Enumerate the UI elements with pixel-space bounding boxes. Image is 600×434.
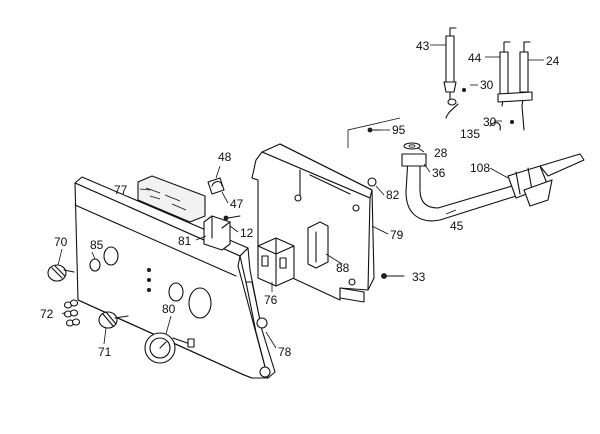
label-135: 135 xyxy=(460,127,480,141)
label-71: 71 xyxy=(98,345,112,359)
indicator-85 xyxy=(89,258,101,272)
screw-12 xyxy=(223,215,241,221)
label-108: 108 xyxy=(470,161,490,175)
label-33: 33 xyxy=(412,270,426,284)
label-44: 44 xyxy=(468,51,482,65)
label-43: 43 xyxy=(416,39,430,53)
label-12: 12 xyxy=(240,226,254,240)
bezel-plate xyxy=(137,175,206,223)
screw-33 xyxy=(381,273,405,279)
label-88: 88 xyxy=(336,261,350,275)
clip xyxy=(207,177,225,195)
small-screws-30 xyxy=(461,88,514,125)
part-labels: 43 44 24 30 30 135 95 28 36 108 82 45 79… xyxy=(40,39,560,359)
label-72: 72 xyxy=(40,307,54,321)
label-95: 95 xyxy=(392,123,406,137)
terminal-block xyxy=(203,215,231,251)
label-81: 81 xyxy=(178,234,192,248)
clip-135 xyxy=(445,98,501,131)
burner-pipe xyxy=(347,117,585,222)
label-36: 36 xyxy=(432,166,446,180)
pressure-gauge xyxy=(144,332,195,364)
label-82: 82 xyxy=(386,188,400,202)
label-80: 80 xyxy=(162,302,176,316)
leader-lines xyxy=(57,44,544,349)
label-47: 47 xyxy=(230,197,244,211)
label-85: 85 xyxy=(90,238,104,252)
relay-76 xyxy=(257,237,295,287)
label-28: 28 xyxy=(434,146,448,160)
washers-72 xyxy=(63,299,81,327)
label-30-bottom: 30 xyxy=(483,115,497,129)
label-24: 24 xyxy=(546,54,560,68)
electrode-43 xyxy=(443,27,457,103)
label-76: 76 xyxy=(264,293,278,307)
electrode-24 xyxy=(497,41,533,131)
nut-82 xyxy=(367,177,377,187)
label-45: 45 xyxy=(450,219,464,233)
label-79: 79 xyxy=(390,228,404,242)
label-70: 70 xyxy=(54,235,68,249)
label-48: 48 xyxy=(218,150,232,164)
knob-71 xyxy=(98,311,129,329)
label-77: 77 xyxy=(114,183,128,197)
label-30-top: 30 xyxy=(480,78,494,92)
screw-95 xyxy=(367,127,381,133)
label-78: 78 xyxy=(278,345,292,359)
knob-70 xyxy=(47,264,75,282)
